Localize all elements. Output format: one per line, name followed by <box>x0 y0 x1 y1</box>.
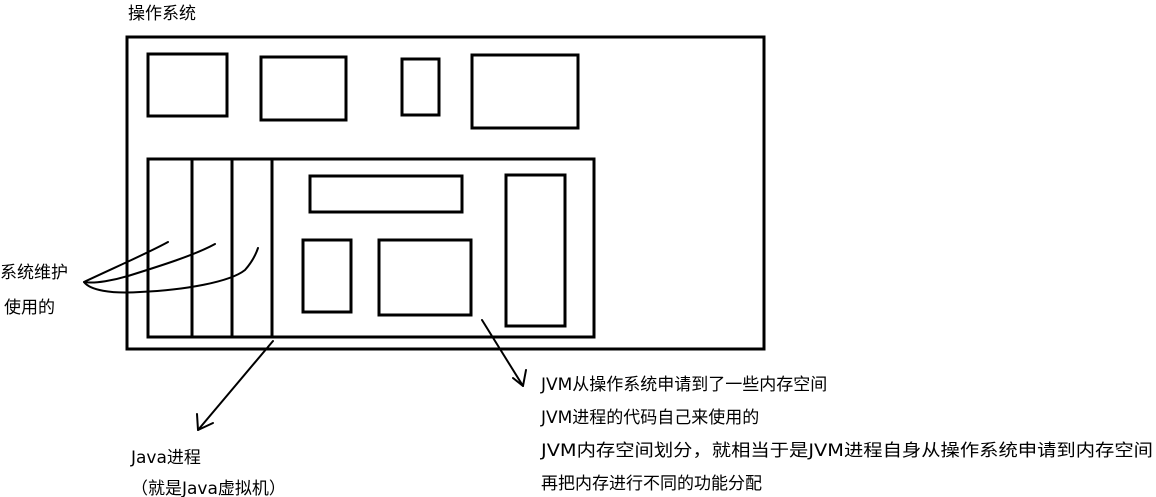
jvm-box <box>146 157 596 339</box>
memory-area-1 <box>308 174 464 214</box>
java-arrow-shaft <box>197 340 274 431</box>
jvm-note-3: JVM内存空间划分，就相当于是JVM进程自身从操作系统申请到内存空间 <box>540 441 1153 461</box>
jvm-arrow-head <box>512 369 527 387</box>
jvm-arrow-shaft <box>481 319 524 387</box>
jvm-note-1: JVM从操作系统申请到了一些内存空间 <box>540 375 827 395</box>
java-arrow-head <box>196 413 214 431</box>
os-box <box>125 35 766 351</box>
process-box-4 <box>470 53 580 130</box>
system-label-line-1: 系统维护 <box>0 263 68 283</box>
jvm-note-2: JVM进程的代码自己来使用的 <box>540 407 759 428</box>
jvm-note-4: 再把内存进行不同的功能分配 <box>541 474 762 494</box>
system-pointer-stroke-1 <box>83 241 216 284</box>
java-label-line-1: Java进程 <box>130 448 201 468</box>
memory-area-2 <box>301 238 353 314</box>
memory-area-4 <box>504 173 567 328</box>
process-box-2 <box>259 55 348 122</box>
process-box-1 <box>146 52 229 118</box>
system-pointer-stroke-2 <box>83 247 259 294</box>
java-label-line-2: （就是Java虚拟机） <box>131 479 286 497</box>
os-label: 操作系统 <box>128 4 196 24</box>
memory-area-3 <box>377 238 473 317</box>
process-box-3 <box>400 57 441 117</box>
system-label-line-2: 使用的 <box>4 297 55 318</box>
